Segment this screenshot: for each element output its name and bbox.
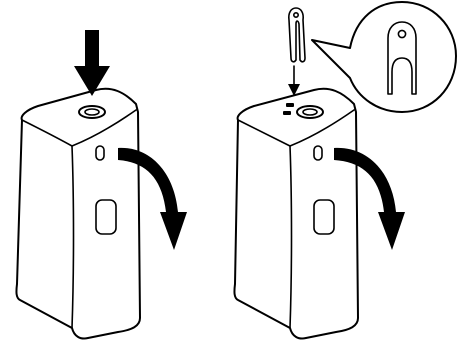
device-left (15, 87, 141, 340)
side-window-left (95, 199, 117, 235)
pin-detail-icon (387, 21, 417, 95)
curved-arrow-icon (118, 147, 187, 250)
power-button-center-left (84, 108, 100, 116)
pin-detail-callout (311, 1, 457, 113)
down-arrow-icon (74, 30, 110, 96)
side-slot-right (313, 145, 323, 161)
pin-tool-icon (288, 7, 306, 63)
device-body-left (15, 87, 141, 340)
power-button-left (78, 105, 106, 119)
side-slot-left (95, 145, 105, 161)
power-button-center-right (302, 108, 318, 116)
reset-hole-mark-bottom (283, 111, 291, 115)
pin-arrow-icon (288, 65, 300, 96)
device-right (233, 87, 359, 340)
side-window-right (313, 199, 335, 235)
device-front-edge-left (71, 145, 75, 329)
left-panel (15, 30, 187, 340)
curved-arrow-icon (334, 147, 405, 250)
reset-hole-mark-top (286, 103, 294, 107)
power-button-right (296, 105, 324, 119)
device-body-right (233, 87, 359, 340)
device-front-edge-right (289, 145, 293, 329)
right-panel (233, 1, 457, 340)
